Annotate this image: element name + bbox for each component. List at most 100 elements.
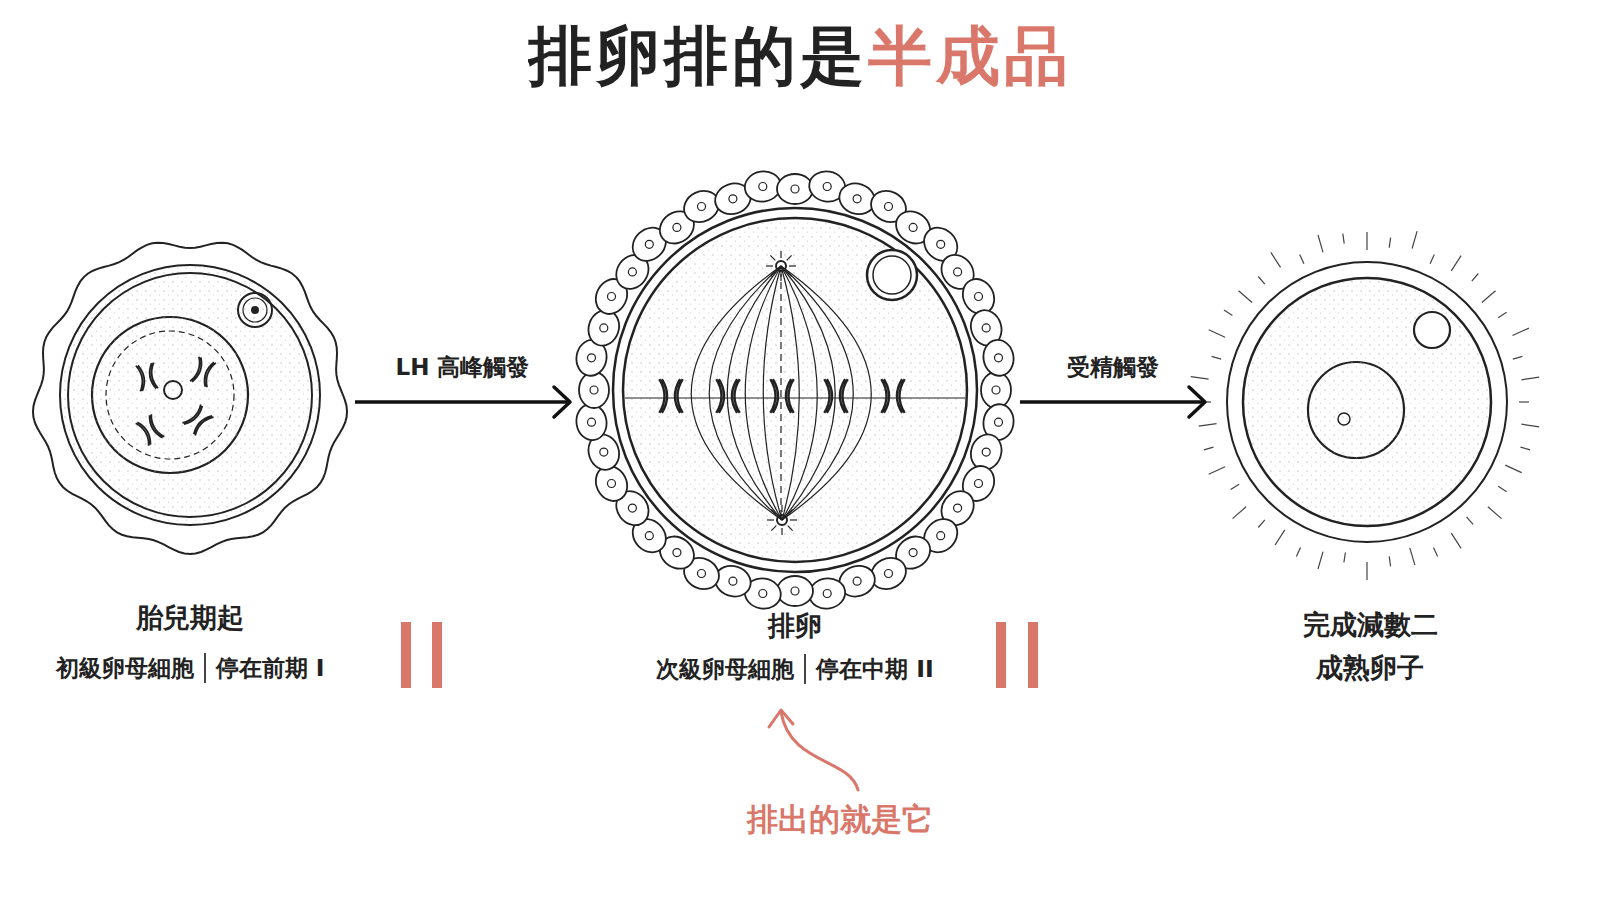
corona-nucleus — [823, 183, 831, 191]
callout-arrow — [769, 710, 858, 790]
caption-row: 胎兒期起 — [20, 600, 360, 636]
equals-bars — [401, 622, 1038, 688]
ray-tick — [1344, 553, 1346, 563]
cell-stage-node: 完成減數二成熟卵子 — [1200, 240, 1540, 700]
ray-tick — [1488, 507, 1502, 519]
title-bar: 排卵排的是半成品 — [0, 18, 1600, 95]
ray-tick — [1451, 256, 1461, 271]
drawing-stroke — [771, 509, 776, 514]
secondary-oocyte-drawing — [574, 169, 1016, 611]
stage-caption: 初級卵母細胞 — [56, 652, 194, 684]
drawing-stroke — [716, 379, 739, 413]
drawing-stroke — [788, 526, 793, 531]
drawing-stroke — [824, 379, 847, 413]
chromosome — [716, 379, 739, 413]
corona-nucleus — [645, 532, 653, 540]
ray-tick — [1199, 424, 1217, 427]
ray-tick — [1482, 291, 1496, 303]
stage-heading: 完成減數二 — [1303, 607, 1438, 643]
drawing-stroke — [182, 404, 213, 435]
chromosome — [824, 379, 847, 413]
ray-tick — [1209, 467, 1225, 475]
stage-caption: 停在中期 II — [816, 653, 934, 685]
stage-heading: 排卵 — [768, 608, 822, 644]
stage-caption: 成熟卵子 — [1316, 650, 1424, 686]
drawing-stroke — [788, 509, 793, 514]
corona-nucleus — [954, 504, 962, 512]
ray-tick — [1239, 291, 1253, 303]
corona-nucleus — [729, 195, 737, 203]
ray-tick — [1389, 238, 1390, 248]
arrow-shaft — [1020, 400, 1205, 404]
ray-tick — [1430, 255, 1434, 264]
corona-nucleus — [791, 185, 799, 193]
corona-nucleus — [588, 354, 596, 362]
drawing-stroke — [190, 357, 216, 388]
ray-tick — [1318, 235, 1323, 252]
arrow-shaft — [355, 400, 570, 404]
ray-tick — [1296, 548, 1300, 557]
corona-nucleus — [937, 240, 945, 248]
ray-tick — [1410, 548, 1415, 565]
ray-tick — [1233, 507, 1247, 519]
ray-tick — [1212, 356, 1222, 359]
drawing-stroke — [767, 519, 774, 520]
drawing-stroke — [766, 265, 773, 266]
arrow-label: LH 高峰觸發 — [392, 352, 534, 383]
text-divider — [804, 654, 806, 684]
corona-nucleus — [608, 480, 616, 488]
stage-caption: 停在前期 I — [216, 652, 325, 684]
drawing-stroke — [781, 528, 782, 535]
stage-caption: 次級卵母細胞 — [656, 653, 794, 685]
corona-cell — [981, 372, 1011, 408]
drawing-stroke — [136, 363, 158, 392]
drawing-stroke — [781, 266, 799, 520]
ray-tick — [1318, 552, 1323, 569]
drawing-stroke — [789, 265, 796, 266]
drawing-stroke — [691, 266, 782, 520]
drawing-stroke — [781, 266, 871, 520]
corona-nucleus — [759, 183, 767, 191]
ray-tick — [1521, 424, 1539, 427]
corona-nucleus — [600, 448, 608, 456]
ray-tick — [1498, 486, 1506, 491]
ray-tick — [1467, 517, 1474, 525]
drawing-stroke — [787, 255, 792, 260]
primary-oocyte-drawing — [33, 243, 347, 554]
ray-tick — [1451, 533, 1461, 548]
ray-tick — [1366, 562, 1367, 580]
ray-tick — [1209, 330, 1225, 338]
drawing-stroke — [659, 379, 682, 413]
drawing-stroke — [781, 266, 853, 520]
corona-nucleus — [628, 268, 636, 276]
ray-tick — [1231, 484, 1239, 489]
drawing-stroke — [771, 526, 776, 531]
corona-nucleus — [673, 223, 681, 231]
chromosome — [770, 379, 793, 413]
corona-nucleus — [992, 386, 1000, 394]
caption-row: 次級卵母細胞停在中期 II — [565, 653, 1025, 685]
drawing-stroke — [709, 266, 782, 520]
drawing-stroke — [770, 255, 775, 260]
corona-nucleus — [791, 587, 799, 595]
ray-tick — [1300, 255, 1304, 264]
stage-heading: 胎兒期起 — [136, 600, 244, 636]
corona-nucleus — [600, 324, 608, 332]
corona-nucleus — [673, 549, 681, 557]
drawing-stroke — [881, 379, 904, 413]
chromosome — [881, 379, 904, 413]
corona-nucleus — [729, 577, 737, 585]
stage-arrow — [355, 387, 570, 417]
chromosome — [182, 404, 213, 435]
corona-nucleus — [823, 590, 831, 598]
ray-tick — [1258, 520, 1265, 528]
ray-tick — [1498, 312, 1506, 317]
drawing-stroke — [136, 414, 165, 446]
caption-row: 排卵 — [565, 608, 1025, 644]
chromosome — [136, 363, 158, 392]
corona-nucleus — [909, 223, 917, 231]
corona-nucleus — [698, 203, 706, 211]
chromosome — [190, 357, 216, 388]
